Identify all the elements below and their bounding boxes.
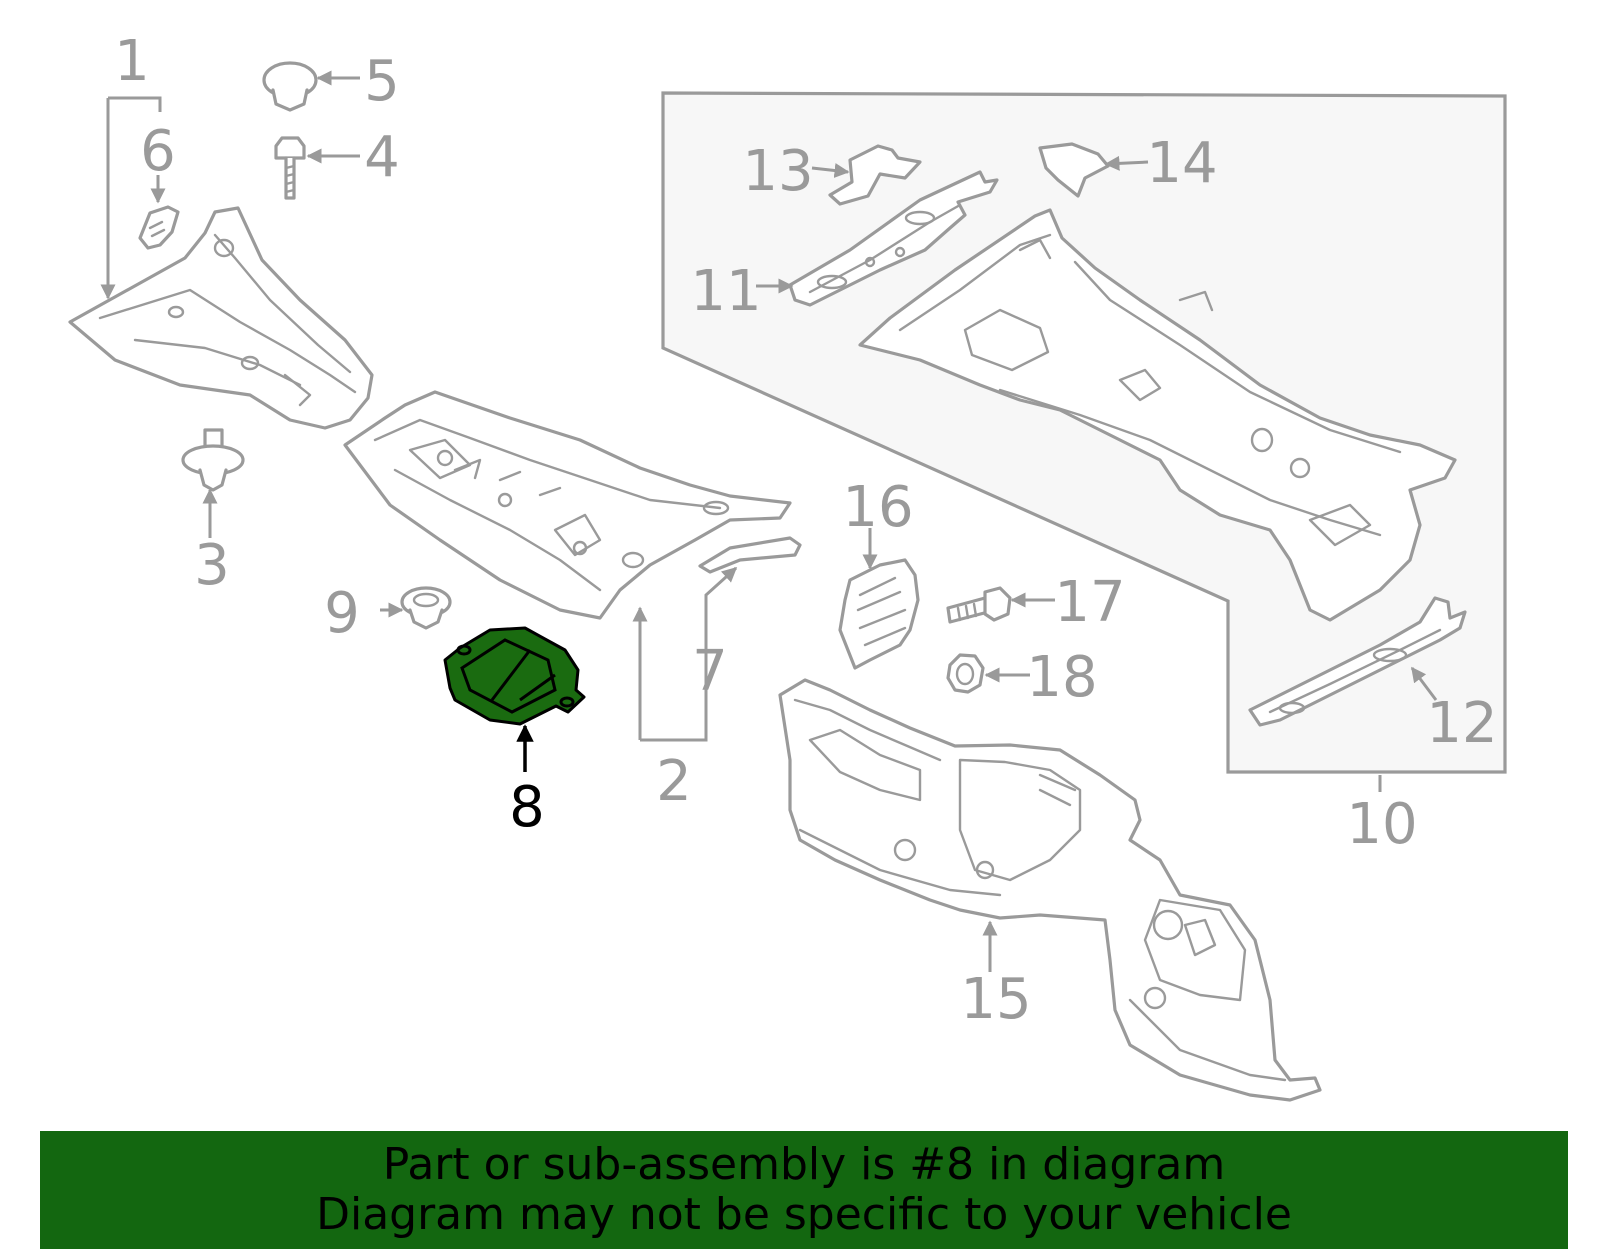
callout-6: 6 <box>140 119 176 184</box>
part-13-bracket <box>828 144 922 206</box>
part-5-plug <box>262 61 318 112</box>
callout-14: 14 <box>1146 131 1217 196</box>
parts-diagram: 1 6 5 4 3 9 8 2 7 13 14 11 16 17 18 12 1… <box>68 29 1507 1102</box>
leader-13 <box>811 163 850 178</box>
callout-2: 2 <box>656 749 692 814</box>
callout-16: 16 <box>842 475 913 540</box>
part-12-reinforcement <box>1248 596 1467 727</box>
banner-line-1: Part or sub-assembly is #8 in diagram <box>382 1139 1226 1190</box>
part-18-nut <box>946 653 985 694</box>
callout-5: 5 <box>364 49 400 114</box>
leader-2-bracket <box>640 620 708 742</box>
part-1-cowl-panel <box>68 206 374 430</box>
callout-8: 8 <box>509 775 545 840</box>
part-14-plate <box>1038 142 1110 198</box>
callout-12: 12 <box>1426 691 1497 756</box>
part-11-reinforcement <box>788 170 999 307</box>
part-16-bracket <box>838 558 920 670</box>
callout-18: 18 <box>1026 645 1097 710</box>
info-banner: Part or sub-assembly is #8 in diagram Di… <box>40 1131 1568 1249</box>
leader-1-bracket <box>108 96 162 112</box>
part-8-cover-highlighted <box>443 626 586 726</box>
callout-11: 11 <box>690 259 761 324</box>
banner-line-2: Diagram may not be specific to your vehi… <box>316 1189 1292 1240</box>
part-9-grommet <box>400 586 452 630</box>
part-15-dash-panel <box>778 678 1322 1102</box>
callout-1: 1 <box>114 29 150 94</box>
part-17-bolt <box>946 586 1012 624</box>
callout-15: 15 <box>960 967 1031 1032</box>
callout-7: 7 <box>692 639 728 704</box>
callout-13: 13 <box>742 139 813 204</box>
callout-9: 9 <box>324 581 360 646</box>
part-2-cowl-panel <box>343 390 792 620</box>
part-6-clip <box>138 205 180 250</box>
part-7-bracket <box>698 536 802 574</box>
part-3-clip <box>181 428 245 492</box>
leader-12 <box>1410 666 1438 701</box>
callout-4: 4 <box>364 125 400 190</box>
leader-7 <box>704 566 738 620</box>
leader-14 <box>1104 155 1149 171</box>
callout-17: 17 <box>1054 570 1125 635</box>
callout-10: 10 <box>1346 792 1417 857</box>
callout-3: 3 <box>194 533 230 598</box>
part-10-panel-assembly <box>858 208 1457 622</box>
part-4-bolt <box>274 136 306 200</box>
